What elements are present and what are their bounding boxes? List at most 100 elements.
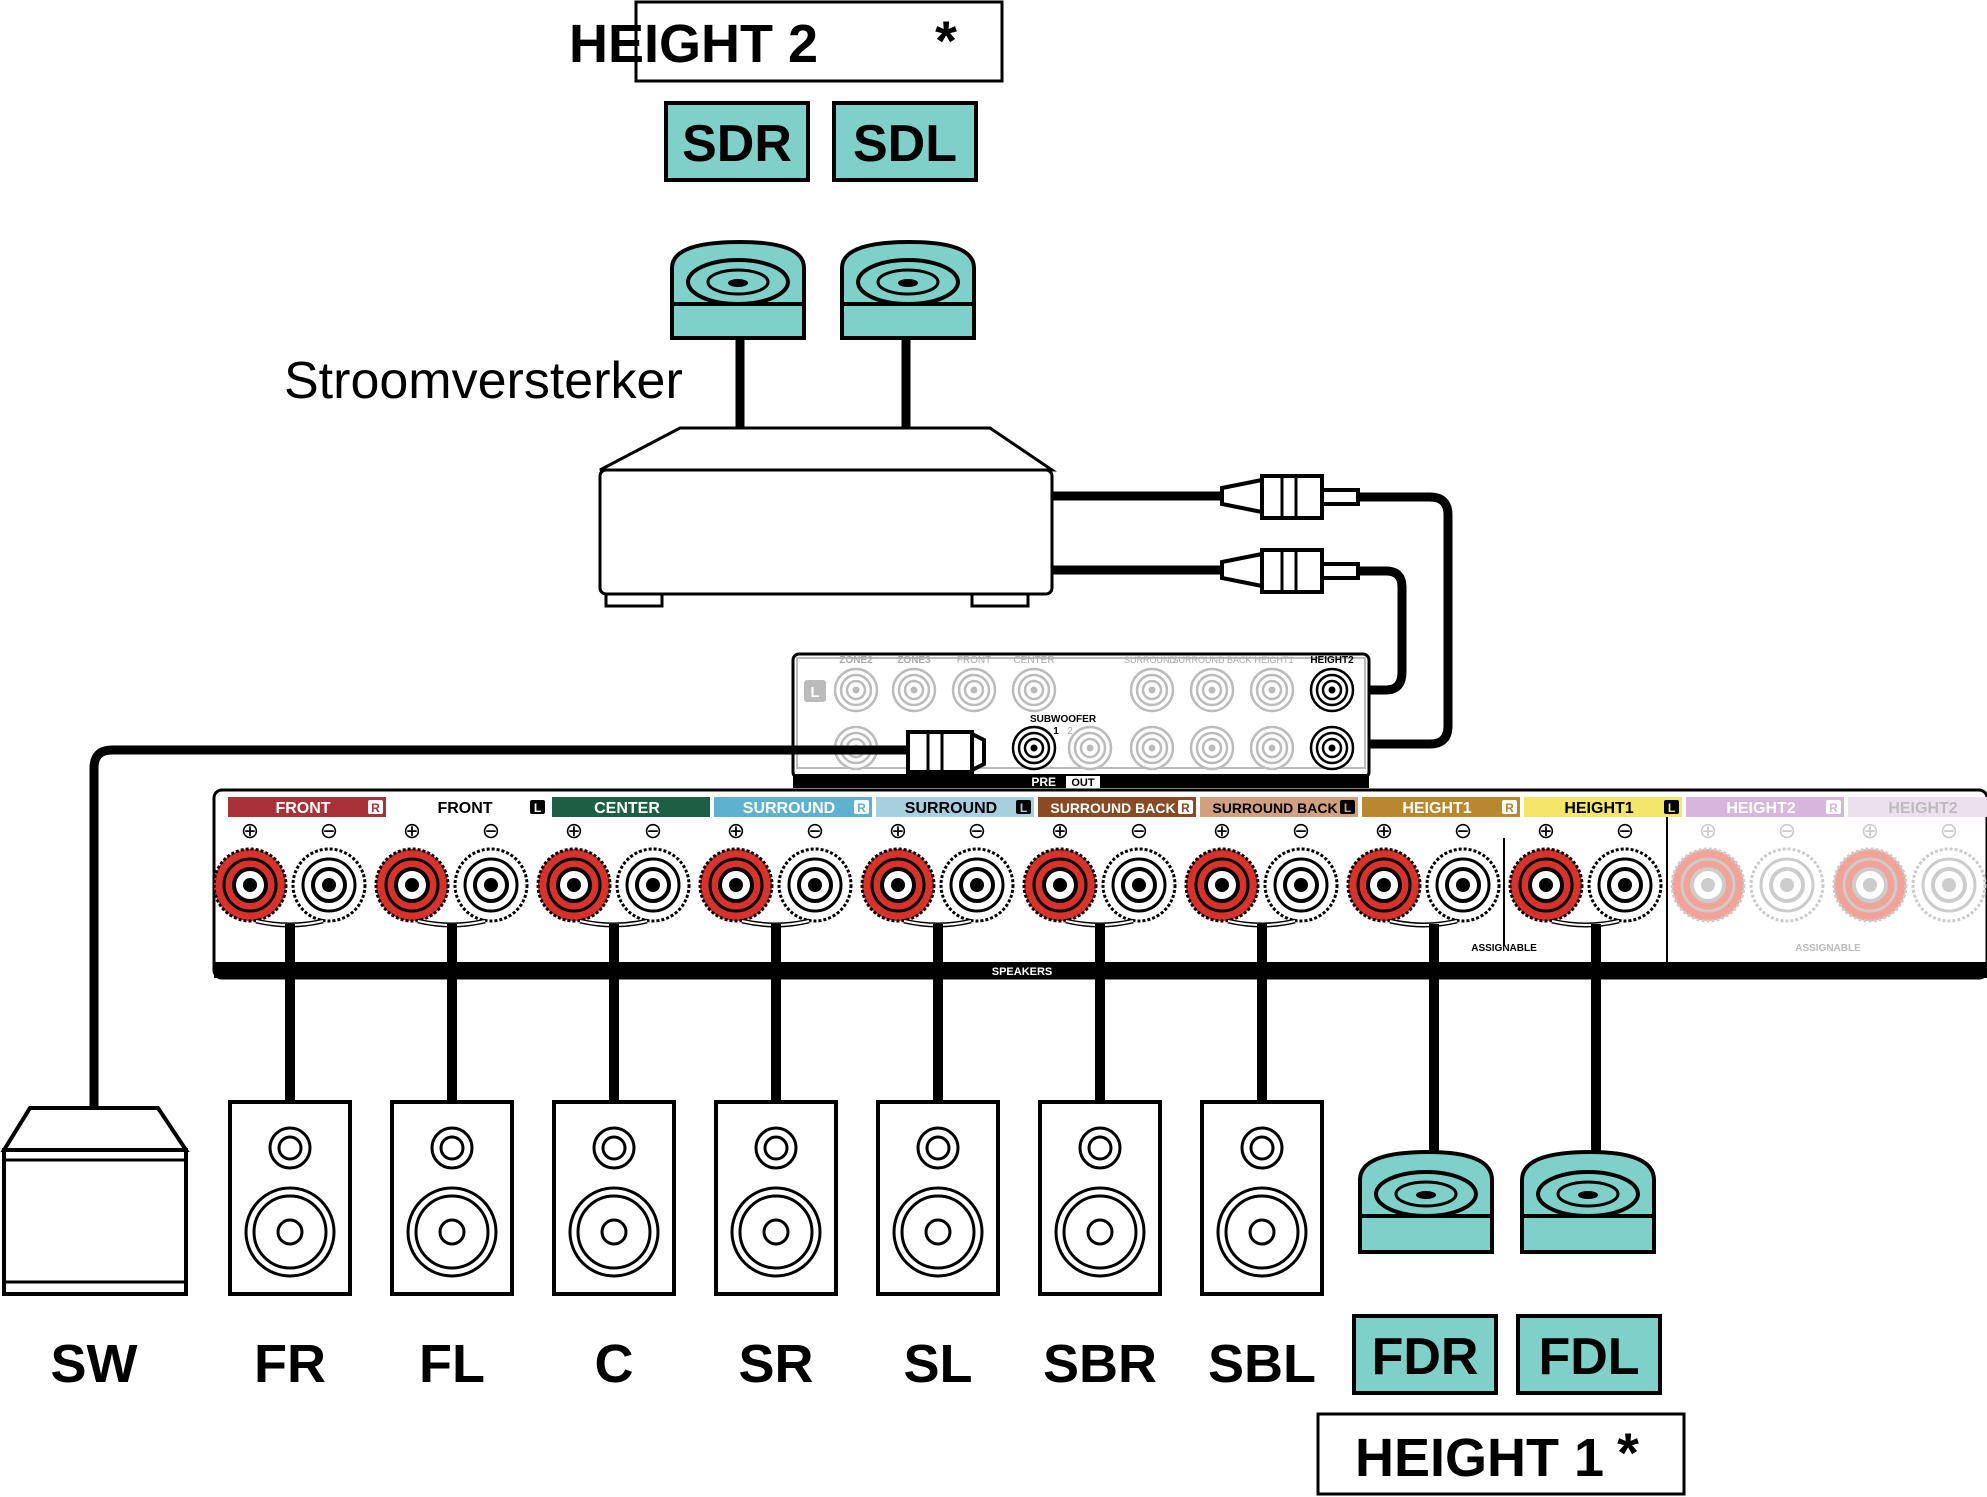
subwoofer (0, 1106, 190, 1296)
subwoofer-rca-plug (906, 730, 986, 774)
preout-label-center: CENTER (1013, 655, 1054, 666)
negative-terminal[interactable] (615, 847, 691, 923)
speakers-label: SPEAKERS (992, 966, 1053, 978)
positive-terminal[interactable] (536, 847, 612, 923)
positive-terminal[interactable] (1022, 847, 1098, 923)
floor-speaker-0 (228, 1100, 352, 1296)
plus-symbol: ⊕ (727, 818, 745, 843)
rca-jack[interactable] (1189, 725, 1235, 771)
rca-jack[interactable] (951, 667, 997, 713)
plus-symbol: ⊕ (1051, 818, 1069, 843)
rca-jack[interactable] (1309, 725, 1355, 771)
negative-terminal[interactable] (1749, 847, 1825, 923)
rca-jack[interactable] (891, 667, 937, 713)
negative-terminal[interactable] (1101, 847, 1177, 923)
positive-terminal[interactable] (1184, 847, 1260, 923)
positive-terminal[interactable] (1508, 847, 1584, 923)
negative-terminal[interactable] (291, 847, 367, 923)
sdr-label: SDR (682, 115, 792, 173)
plus-symbol: ⊕ (241, 818, 259, 843)
speaker-label-sw: SW (51, 1334, 138, 1394)
sdl-speaker (840, 239, 976, 340)
assignable-label-2: ASSIGNABLE (1795, 943, 1861, 954)
assignable-label-1: ASSIGNABLE (1471, 943, 1537, 954)
minus-symbol: ⊖ (644, 818, 662, 843)
rca-jack[interactable] (833, 667, 879, 713)
positive-terminal[interactable] (860, 847, 936, 923)
power-amplifier (598, 426, 1057, 608)
rca-jack[interactable] (1067, 725, 1113, 771)
terminal-label-2: CENTER (594, 800, 660, 817)
preout-l-mark: L (810, 684, 819, 701)
minus-symbol: ⊖ (806, 818, 824, 843)
positive-terminal[interactable] (1670, 847, 1746, 923)
rca-jack[interactable] (1249, 667, 1295, 713)
floor-speaker-5 (1038, 1100, 1162, 1296)
rca-plug-lower (1220, 548, 1360, 594)
negative-terminal[interactable] (777, 847, 853, 923)
plus-symbol: ⊕ (1375, 818, 1393, 843)
plus-symbol: ⊕ (1213, 818, 1231, 843)
sdr-speaker (670, 239, 806, 340)
plus-symbol: ⊕ (1699, 818, 1717, 843)
height1-asterisk: * (1617, 1421, 1639, 1484)
preout-subwoofer: SUBWOOFER (1030, 714, 1097, 725)
rca-jack[interactable] (1189, 667, 1235, 713)
rca-jack[interactable] (1011, 725, 1057, 771)
preout-sub-1: 1 (1053, 726, 1059, 737)
plus-symbol: ⊕ (403, 818, 421, 843)
speaker-cables (285, 924, 1601, 1152)
preout-label-surround: SURROUND (1124, 655, 1177, 665)
preout-label-zone2: ZONE2 (839, 655, 873, 666)
floor-speaker-3 (714, 1100, 838, 1296)
speaker-label-sl: SL (903, 1334, 972, 1394)
terminal-side-0: R (371, 801, 380, 815)
negative-terminal[interactable] (1425, 847, 1501, 923)
terminal-label-1: FRONT (437, 800, 492, 817)
terminal-side-4: L (1020, 801, 1027, 815)
negative-terminal[interactable] (453, 847, 529, 923)
terminal-channel-10: HEIGHT2L⊕⊖ (1832, 797, 1987, 923)
rca-jack[interactable] (1011, 667, 1057, 713)
positive-terminal[interactable] (1832, 847, 1908, 923)
minus-symbol: ⊖ (1454, 818, 1472, 843)
amplifier-label: Stroomversterker (284, 352, 683, 410)
preout-label-height1: HEIGHT1 (1254, 655, 1293, 665)
minus-symbol: ⊖ (1130, 818, 1148, 843)
negative-terminal[interactable] (1911, 847, 1987, 923)
positive-terminal[interactable] (1346, 847, 1422, 923)
negative-terminal[interactable] (939, 847, 1015, 923)
terminal-label-5: SURROUND BACK (1050, 800, 1175, 816)
rca-jack[interactable] (1249, 725, 1295, 771)
rca-jack[interactable] (1129, 725, 1175, 771)
positive-terminal[interactable] (698, 847, 774, 923)
floor-speaker-2 (552, 1100, 676, 1296)
plus-symbol: ⊕ (1861, 818, 1879, 843)
negative-terminal[interactable] (1587, 847, 1663, 923)
terminal-label-6: SURROUND BACK (1212, 800, 1337, 816)
terminal-label-4: SURROUND (905, 800, 997, 817)
rca-jack[interactable] (1309, 667, 1355, 713)
rca-jack[interactable] (1129, 667, 1175, 713)
positive-terminal[interactable] (374, 847, 450, 923)
negative-terminal[interactable] (1263, 847, 1339, 923)
terminal-side-7: R (1505, 801, 1514, 815)
preout-jacks (833, 667, 1355, 771)
height1-title: HEIGHT 1 (1355, 1428, 1604, 1488)
terminal-label-10: HEIGHT2 (1888, 800, 1957, 817)
height2-title: HEIGHT 2 (569, 14, 818, 74)
fdr-speaker (1358, 1149, 1494, 1254)
positive-terminal[interactable] (212, 847, 288, 923)
fdl-label: FDL (1538, 1328, 1639, 1386)
minus-symbol: ⊖ (1292, 818, 1310, 843)
preout-label-zone3: ZONE3 (897, 655, 931, 666)
speaker-label-sr: SR (738, 1334, 813, 1394)
